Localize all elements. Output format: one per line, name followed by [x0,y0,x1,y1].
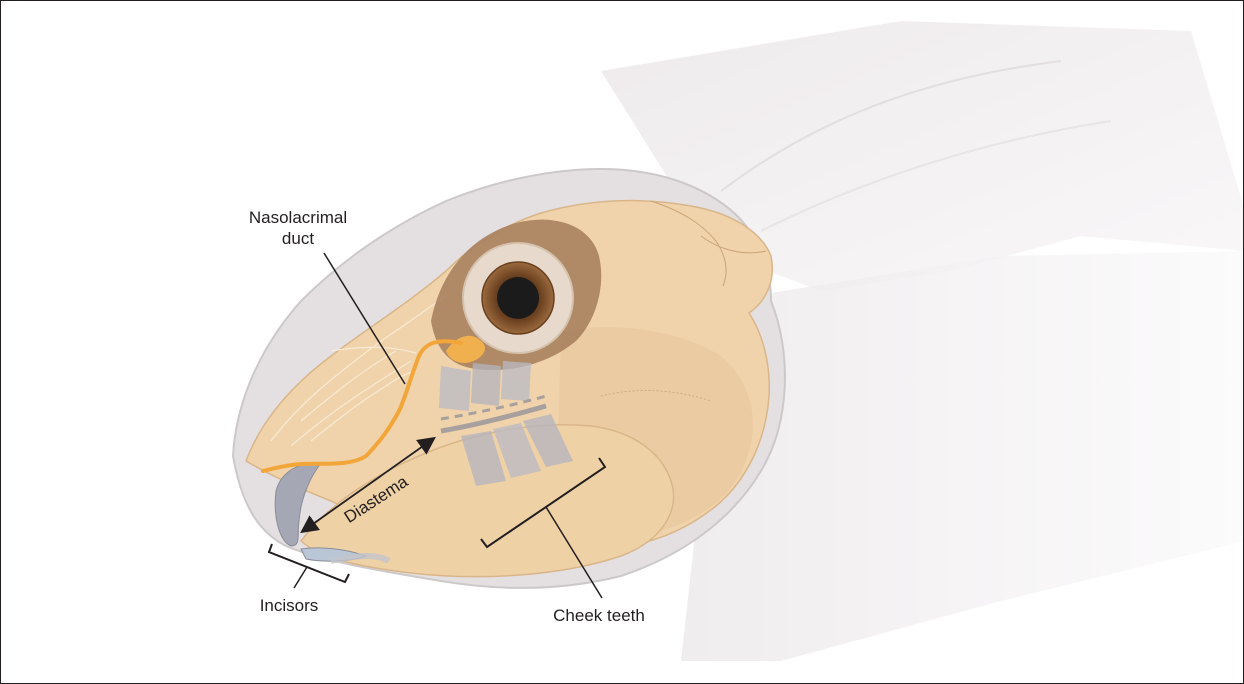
eye [482,262,554,334]
cheek-teeth-label: Cheek teeth [553,606,645,625]
nasolacrimal-label-line1: Nasolacrimal [249,208,347,227]
nasolacrimal-label-line2: duct [282,229,314,248]
incisors-label: Incisors [260,596,319,615]
